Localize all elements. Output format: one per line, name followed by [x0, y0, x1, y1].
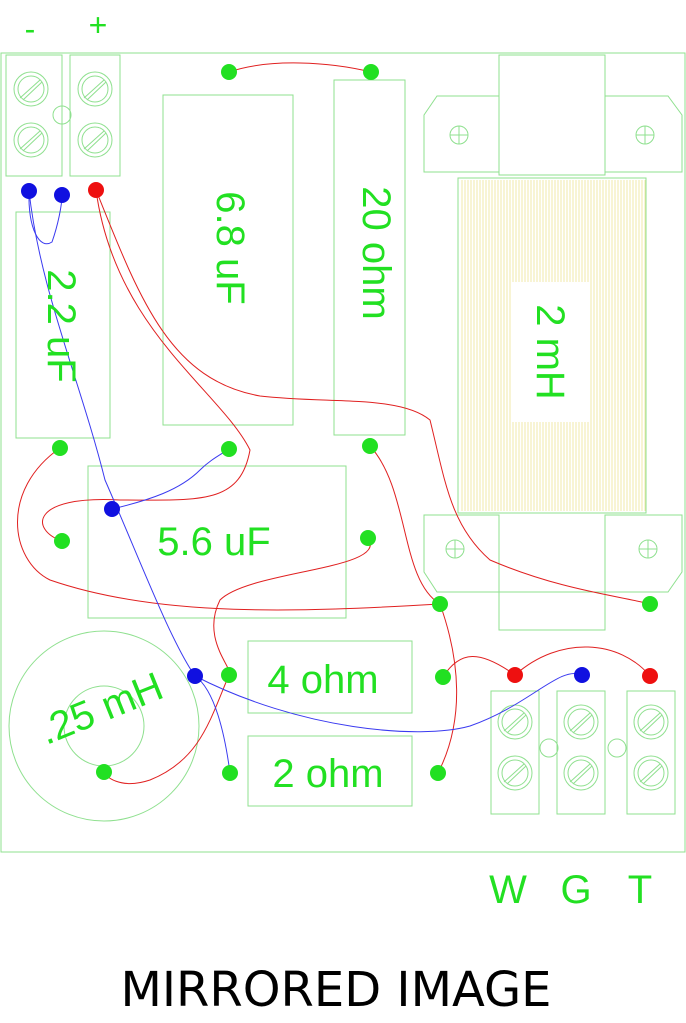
resistor-20-label: 20 ohm — [354, 186, 398, 319]
board-outline — [0, 52, 686, 853]
minus-terminal-label: - — [25, 11, 36, 47]
inductor-2mh-label: 2 mH — [528, 304, 572, 400]
solder-pad — [52, 440, 68, 456]
solder-pad — [96, 764, 112, 780]
blue-solder-point — [187, 668, 203, 684]
capacitor-6-8-label: 6.8 uF — [208, 191, 252, 304]
solder-pad — [221, 667, 237, 683]
resistor-4-body — [247, 640, 413, 714]
solder-pad — [362, 438, 378, 454]
solder-pad — [430, 765, 446, 781]
red-solder-point — [642, 668, 658, 684]
blue-wires — [28, 190, 583, 774]
resistor-20-body — [333, 79, 406, 436]
blue-solder-point — [54, 187, 70, 203]
solder-pad — [221, 64, 237, 80]
solder-pad — [642, 596, 658, 612]
capacitor-2-2-body — [15, 211, 111, 439]
ground-terminal-label: G — [560, 868, 591, 912]
solder-pad — [221, 441, 237, 457]
capacitor-6-8-body — [162, 94, 294, 426]
woofer-terminal-label: W — [489, 868, 527, 912]
solder-pads — [21, 64, 658, 781]
blue-solder-point — [574, 667, 590, 683]
resistor-2-body — [247, 735, 413, 807]
output-terminal-block — [490, 690, 676, 815]
red-solder-point — [88, 182, 104, 198]
capacitor-2-2-label: 2.2 uF — [39, 269, 83, 382]
mirrored-image-caption: MIRRORED IMAGE — [120, 962, 551, 1018]
capacitor-5-6-body — [87, 465, 347, 619]
solder-pad — [432, 596, 448, 612]
inductor-2mh-body — [423, 54, 683, 631]
capacitor-5-6-label: 5.6 uF — [157, 520, 270, 564]
input-terminal-block — [5, 54, 121, 177]
resistor-4-label: 4 ohm — [267, 658, 378, 702]
inductor-025-label: .25 mH — [33, 664, 169, 753]
blue-solder-point — [21, 183, 37, 199]
solder-pad — [363, 64, 379, 80]
plus-terminal-label: + — [89, 7, 108, 43]
tweeter-terminal-label: T — [628, 868, 652, 912]
solder-pad — [222, 765, 238, 781]
solder-pad — [435, 669, 451, 685]
resistor-2-label: 2 ohm — [272, 752, 383, 796]
solder-pad — [360, 530, 376, 546]
inductor-025-outer — [8, 630, 200, 822]
blue-solder-point — [104, 501, 120, 517]
solder-pad — [54, 533, 70, 549]
red-solder-point — [507, 667, 523, 683]
